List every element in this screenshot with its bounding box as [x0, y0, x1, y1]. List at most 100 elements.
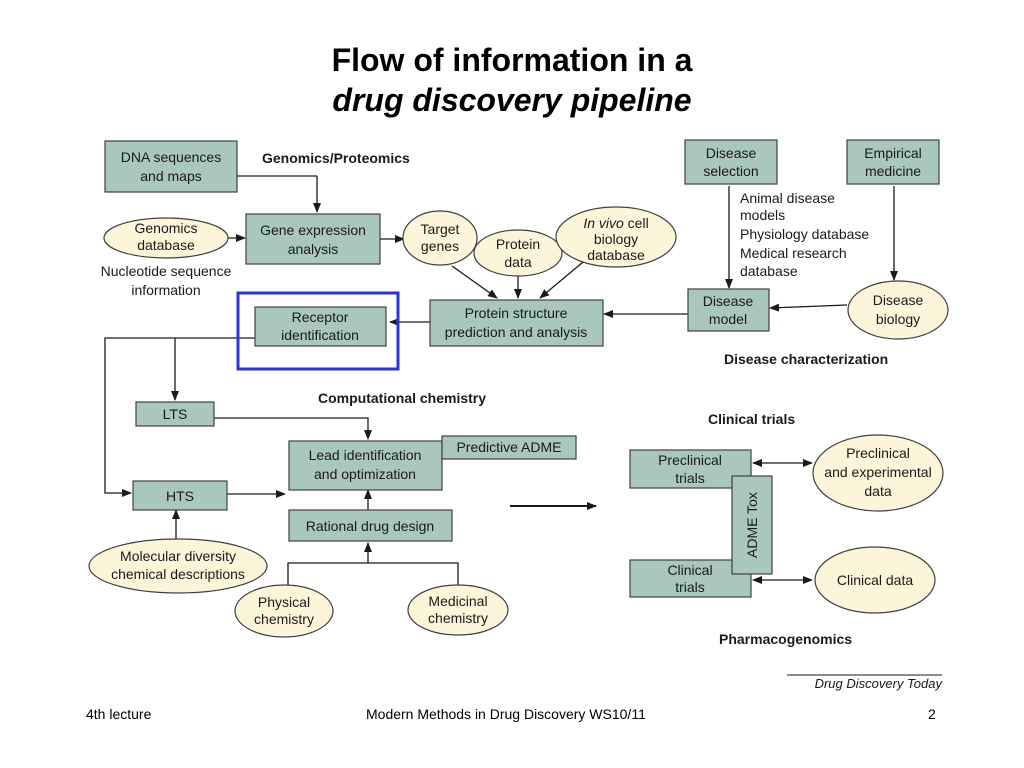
animal-line5: database [740, 263, 798, 279]
node-hts: HTS [132, 480, 228, 511]
node-clinicaldata-label: Clinical data [837, 572, 913, 588]
section-genomics-proteomics: Genomics/Proteomics [262, 150, 410, 166]
node-predadme-label: Predictive ADME [456, 439, 561, 455]
node-dna-sequences: DNA sequences and maps [104, 140, 238, 193]
node-protein-data: Protein data [473, 229, 563, 277]
node-medchem-line2: chemistry [428, 610, 488, 626]
node-receptor-identification: Receptor identification [254, 306, 387, 347]
node-diseasemodel-line2: model [709, 311, 747, 327]
node-disease-model: Disease model [687, 288, 770, 332]
node-physical-chemistry: Physical chemistry [234, 584, 334, 638]
edge-biology-to-model [769, 303, 848, 312]
node-precldata-line2: and experimental [824, 464, 931, 480]
edge-target-to-protein [451, 265, 498, 299]
section-clinical-trials: Clinical trials [708, 411, 795, 427]
node-lead-line1: Lead identification [309, 447, 422, 463]
node-clinical-line1: Clinical [667, 562, 712, 578]
node-target-line2: genes [421, 238, 459, 254]
node-invivo-database: In vivo cell biology database [555, 206, 677, 268]
slide-title-line1: Flow of information in a [331, 42, 693, 78]
node-empirical-line1: Empirical [864, 145, 922, 161]
node-receptor-line1: Receptor [292, 309, 349, 325]
section-computational-chemistry: Computational chemistry [318, 390, 486, 406]
node-diseasebio-line2: biology [876, 311, 920, 327]
node-precldata-line1: Preclinical [846, 445, 910, 461]
node-lead-line2: and optimization [314, 466, 416, 482]
node-preclinical-line1: Preclinical [658, 452, 722, 468]
label-animal-disease-list: Animal disease models Physiology databas… [740, 190, 869, 279]
footer-left: 4th lecture [86, 706, 152, 722]
node-lead-identification: Lead identification and optimization [288, 440, 443, 491]
node-adme-tox: ADME Tox [731, 475, 773, 575]
node-diseasemodel-line1: Disease [703, 293, 754, 309]
node-genomics-database: Genomics database [103, 217, 229, 259]
node-diseasebio-line1: Disease [873, 292, 924, 308]
node-predictive-adme: Predictive ADME [441, 435, 577, 460]
animal-line4: Medical research [740, 245, 847, 261]
node-preclinical-line2: trials [675, 470, 705, 486]
node-proteinstruct-line1: Protein structure [465, 305, 568, 321]
node-invivo-line2: biology [594, 231, 638, 247]
node-dna-line1: DNA sequences [121, 149, 221, 165]
node-medchem-line1: Medicinal [428, 593, 487, 609]
footer-center: Modern Methods in Drug Discovery WS10/11 [366, 706, 646, 722]
node-genomicsdb-line1: Genomics [134, 220, 197, 236]
node-moldiv-line2: chemical descriptions [111, 566, 245, 582]
node-gene-line1: Gene expression [260, 222, 366, 238]
node-clinical-trials: Clinical trials [629, 559, 752, 598]
section-pharmacogenomics: Pharmacogenomics [719, 631, 852, 647]
node-lts: LTS [135, 401, 215, 427]
source-credit: Drug Discovery Today [815, 676, 944, 691]
node-physchem-line2: chemistry [254, 611, 314, 627]
node-gene-line2: analysis [288, 241, 339, 257]
animal-line1: Animal disease [740, 190, 835, 206]
label-nucleotide-line1: Nucleotide sequence [101, 263, 232, 279]
node-empirical-line2: medicine [865, 163, 921, 179]
footer-page-number: 2 [928, 706, 936, 722]
node-moldiv-line1: Molecular diversity [120, 548, 236, 564]
node-gene-expression: Gene expression analysis [245, 213, 381, 265]
node-lts-label: LTS [163, 406, 188, 422]
edge-lts-to-lead [214, 417, 372, 440]
node-target-genes: Target genes [402, 210, 478, 266]
node-dna-line2: and maps [140, 168, 201, 184]
node-rational-drug-design: Rational drug design [288, 509, 453, 542]
node-hts-label: HTS [166, 488, 194, 504]
slide-title-line2: drug discovery pipeline [332, 82, 692, 118]
node-precldata-line3: data [864, 483, 891, 499]
node-diseasesel-line1: Disease [706, 145, 757, 161]
edge-chem-branch [287, 562, 459, 585]
node-diseasesel-line2: selection [703, 163, 758, 179]
node-medicinal-chemistry: Medicinal chemistry [407, 584, 509, 636]
node-invivo-line1: In vivo cell [583, 215, 648, 231]
edge-receptor-to-hts [104, 337, 255, 497]
label-nucleotide-line2: information [131, 282, 200, 298]
node-preclinical-data: Preclinical and experimental data [812, 434, 944, 512]
node-empirical-medicine: Empirical medicine [846, 139, 940, 185]
node-admetox-label: ADME Tox [744, 492, 760, 558]
receptor-highlight-frame [236, 291, 400, 371]
node-molecular-diversity: Molecular diversity chemical description… [88, 538, 268, 594]
node-physchem-line1: Physical [258, 594, 310, 610]
node-preclinical-trials: Preclinical trials [629, 449, 752, 489]
node-protein-structure: Protein structure prediction and analysi… [429, 299, 604, 347]
edge-invivo-to-protein [539, 261, 584, 299]
node-target-line1: Target [421, 221, 460, 237]
animal-line2: models [740, 207, 785, 223]
node-invivo-italic: In vivo [583, 215, 624, 231]
node-genomicsdb-line2: database [137, 237, 195, 253]
node-proteindata-line1: Protein [496, 236, 540, 252]
node-invivo-cell: cell [628, 215, 649, 231]
node-clinical-data: Clinical data [814, 546, 936, 614]
node-disease-selection: Disease selection [684, 139, 778, 185]
node-proteindata-line2: data [504, 254, 531, 270]
section-disease-characterization: Disease characterization [724, 351, 888, 367]
animal-line3: Physiology database [740, 226, 869, 242]
node-invivo-line3: database [587, 247, 645, 263]
node-disease-biology: Disease biology [847, 280, 949, 340]
node-proteinstruct-line2: prediction and analysis [445, 324, 587, 340]
node-receptor-line2: identification [281, 327, 359, 343]
node-clinical-line2: trials [675, 579, 705, 595]
node-rational-label: Rational drug design [306, 518, 434, 534]
